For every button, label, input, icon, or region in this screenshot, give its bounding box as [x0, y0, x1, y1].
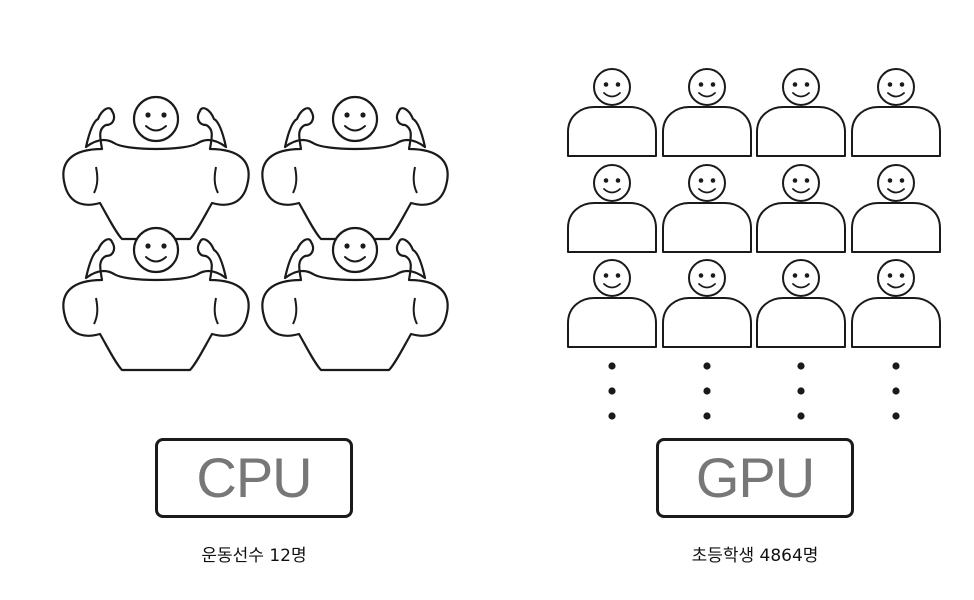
vertical-ellipsis-icon [892, 362, 900, 420]
person-icon [662, 259, 752, 348]
vertical-ellipsis-icon [797, 362, 805, 420]
person-icon [567, 259, 657, 348]
person-icon [851, 259, 941, 348]
cpu-caption: 운동선수 12명 [201, 546, 307, 566]
person-icon [756, 164, 846, 253]
gpu-label: GPU [695, 446, 815, 509]
person-icon [662, 68, 752, 157]
person-icon [756, 68, 846, 157]
person-icon [662, 164, 752, 253]
muscular-person-icon [62, 226, 250, 372]
person-icon [567, 68, 657, 157]
vertical-ellipsis-icon [703, 362, 711, 420]
cpu-label: CPU [196, 446, 312, 509]
person-icon [851, 68, 941, 157]
person-icon [567, 164, 657, 253]
muscular-person-icon [261, 95, 449, 241]
vertical-ellipsis-icon [608, 362, 616, 420]
ellipsis-group [608, 362, 900, 420]
athlete-group [62, 95, 449, 372]
cpu-label-box: CPU [155, 438, 353, 518]
gpu-caption: 초등학생 4864명 [691, 546, 819, 566]
muscular-person-icon [261, 226, 449, 372]
gpu-label-box: GPU [656, 438, 854, 518]
muscular-person-icon [62, 95, 250, 241]
person-icon [851, 164, 941, 253]
person-icon [756, 259, 846, 348]
student-group [567, 68, 941, 348]
